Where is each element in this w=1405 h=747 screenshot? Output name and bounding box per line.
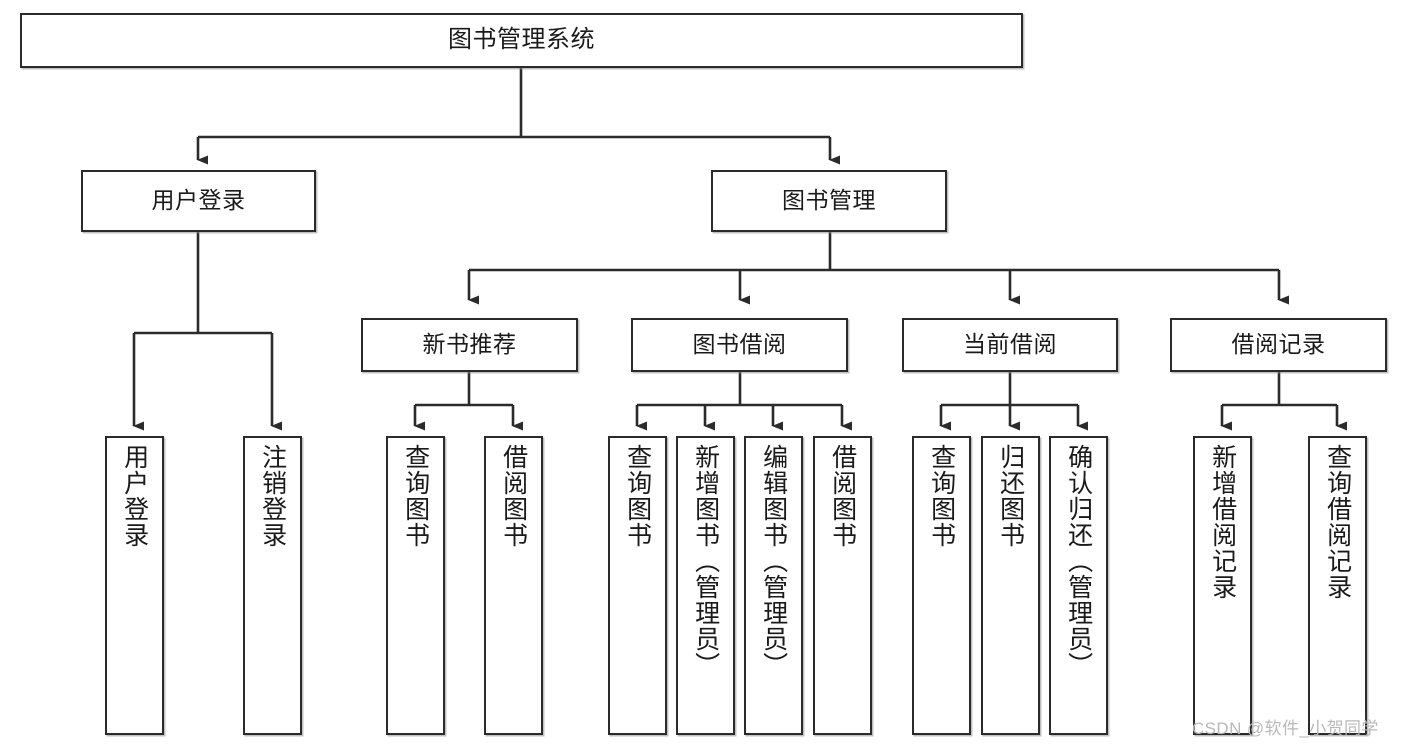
node-leaf-add-borrow-record[interactable]: 新增借阅记录 bbox=[1193, 436, 1252, 735]
node-leaf-borrow-book[interactable]: 借阅图书 bbox=[813, 436, 872, 735]
watermark-text: CSDN @软件_小贺同学 bbox=[1192, 719, 1379, 738]
node-leaf-logout[interactable]: 注销登录 bbox=[243, 436, 302, 735]
node-leaf-user-login[interactable]: 用户登录 bbox=[105, 436, 164, 735]
node-label: 新书推荐 bbox=[422, 331, 517, 358]
node-leaf-query-book-borrow[interactable]: 查询图书 bbox=[608, 436, 667, 735]
node-leaf-confirm-return-admin[interactable]: 确认归还（管理员） bbox=[1049, 436, 1108, 735]
node-label: 查询图书 bbox=[401, 444, 430, 548]
node-user-login[interactable]: 用户登录 bbox=[81, 170, 316, 232]
node-label: 查询图书 bbox=[927, 444, 956, 548]
node-borrow-record[interactable]: 借阅记录 bbox=[1170, 318, 1387, 372]
node-label: 编辑图书（管理员） bbox=[759, 444, 788, 678]
node-leaf-query-book-current[interactable]: 查询图书 bbox=[912, 436, 971, 735]
node-book-management[interactable]: 图书管理 bbox=[711, 170, 947, 232]
node-leaf-query-borrow-record[interactable]: 查询借阅记录 bbox=[1308, 436, 1367, 735]
node-label: 当前借阅 bbox=[963, 331, 1057, 358]
node-leaf-add-book-admin[interactable]: 新增图书（管理员） bbox=[676, 436, 735, 735]
node-leaf-query-book-recommend[interactable]: 查询图书 bbox=[386, 436, 445, 735]
node-label: 归还图书 bbox=[996, 444, 1025, 548]
node-label: 确认归还（管理员） bbox=[1064, 444, 1093, 678]
node-label: 新增图书（管理员） bbox=[691, 444, 720, 678]
node-label: 借阅图书 bbox=[499, 444, 528, 548]
node-label: 注销登录 bbox=[258, 444, 287, 548]
node-label: 图书管理系统 bbox=[448, 26, 595, 54]
node-label: 借阅记录 bbox=[1231, 331, 1326, 358]
node-label: 借阅图书 bbox=[828, 444, 857, 548]
node-label: 查询图书 bbox=[623, 444, 652, 548]
node-label: 用户登录 bbox=[120, 444, 149, 548]
node-label: 图书借阅 bbox=[692, 331, 787, 358]
node-current-borrow[interactable]: 当前借阅 bbox=[902, 318, 1118, 372]
node-root-system[interactable]: 图书管理系统 bbox=[20, 13, 1023, 68]
node-leaf-edit-book-admin[interactable]: 编辑图书（管理员） bbox=[744, 436, 803, 735]
node-label: 用户登录 bbox=[151, 187, 246, 214]
node-leaf-borrow-book-recommend[interactable]: 借阅图书 bbox=[484, 436, 543, 735]
node-label: 查询借阅记录 bbox=[1323, 444, 1352, 600]
node-book-borrow[interactable]: 图书借阅 bbox=[631, 318, 848, 372]
node-leaf-return-book[interactable]: 归还图书 bbox=[981, 436, 1040, 735]
node-label: 新增借阅记录 bbox=[1208, 444, 1237, 600]
node-new-book-recommend[interactable]: 新书推荐 bbox=[361, 318, 578, 372]
node-label: 图书管理 bbox=[782, 187, 876, 214]
